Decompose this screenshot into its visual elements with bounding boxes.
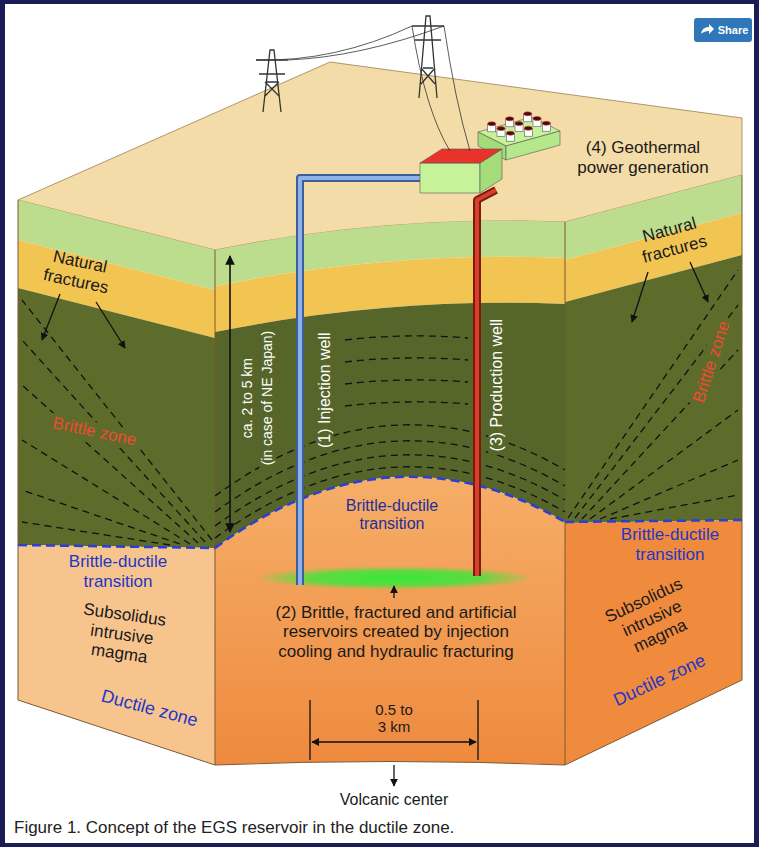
power-plant <box>420 112 560 193</box>
leader-arrows <box>690 262 708 302</box>
fracture-lines <box>22 522 170 545</box>
center-cutaway-layers <box>215 221 565 765</box>
share-button-label: Share <box>718 24 749 37</box>
fracture-lines <box>345 380 468 384</box>
width-dimension <box>312 741 476 742</box>
leader-arrows <box>393 765 394 786</box>
fracture-lines <box>345 358 468 362</box>
transmission-towers <box>412 16 444 98</box>
power-plant <box>506 131 514 135</box>
share-button <box>694 18 752 42</box>
fracture-lines <box>600 460 738 519</box>
power-plant <box>533 117 541 121</box>
width-dimension <box>310 700 478 760</box>
dimension-label: 0.5 to 3 km <box>371 701 417 736</box>
fracture-lines <box>22 490 180 544</box>
power-plant <box>515 122 523 126</box>
transition-label: Brittle-ductile transition <box>330 497 455 534</box>
page-frame <box>5 4 754 843</box>
fracture-lines <box>22 340 205 542</box>
power-plant <box>524 126 532 130</box>
fracture-lines <box>568 270 738 518</box>
power-plant <box>542 121 550 125</box>
reservoir-callout: (2) Brittle, fractured and artificial re… <box>265 603 527 662</box>
depth-arrow <box>230 256 231 532</box>
brittle-ductile-line <box>565 520 742 522</box>
power-plant <box>524 112 532 116</box>
fracture-lines <box>22 385 198 543</box>
dimension-note: (in case of NE Japan) <box>259 328 275 469</box>
leader-arrows <box>42 294 60 340</box>
fracture-lines <box>215 467 565 538</box>
callout-label: (4) Geothermal power generation <box>568 138 718 177</box>
brittle-ductile-line <box>18 545 215 548</box>
power-plant <box>497 127 505 131</box>
transmission-towers <box>256 16 470 151</box>
leader-arrows <box>42 262 708 786</box>
transmission-towers <box>256 26 470 151</box>
block-edges <box>18 175 742 765</box>
well-label: (1) Injection well <box>316 329 334 451</box>
fracture-lines <box>575 305 738 518</box>
direction-label: Volcanic center <box>340 791 449 809</box>
fracture-lines <box>22 300 212 540</box>
left-face-layers <box>18 200 215 765</box>
transition-label: Brittle-ductile transition <box>608 525 733 564</box>
dimension-label: ca. 2 to 5 km <box>239 355 255 441</box>
leader-arrows <box>393 586 394 598</box>
leader-arrows <box>96 302 125 348</box>
power-plant <box>506 117 514 121</box>
well-pipes <box>300 178 496 585</box>
share-button <box>701 24 714 34</box>
right-face-layers <box>565 520 742 765</box>
block-edges <box>18 175 742 765</box>
power-plant <box>420 149 502 163</box>
share-button <box>694 18 752 42</box>
left-face-layers <box>18 288 215 548</box>
right-face-layers <box>565 175 742 765</box>
depth-arrow <box>229 256 231 532</box>
fracture-lines <box>345 336 468 340</box>
power-plant <box>488 122 496 126</box>
brittle-ductile-line <box>215 477 565 548</box>
power-plant <box>420 163 480 193</box>
fracture-lines <box>22 440 190 544</box>
right-face-layers <box>565 255 742 523</box>
well-label: (3) Production well <box>488 316 506 455</box>
transition-label: Brittle-ductile transition <box>56 552 181 591</box>
figure-caption: Figure 1. Concept of the EGS reservoir i… <box>14 818 454 838</box>
center-cutaway-layers <box>215 477 565 765</box>
power-plant <box>506 131 560 160</box>
fracture-lines <box>22 270 738 545</box>
fracture-lines <box>590 410 738 519</box>
leader-arrows <box>632 272 648 322</box>
fracture-lines <box>345 402 468 406</box>
fracture-lines <box>610 495 738 519</box>
width-dimension <box>310 700 478 760</box>
